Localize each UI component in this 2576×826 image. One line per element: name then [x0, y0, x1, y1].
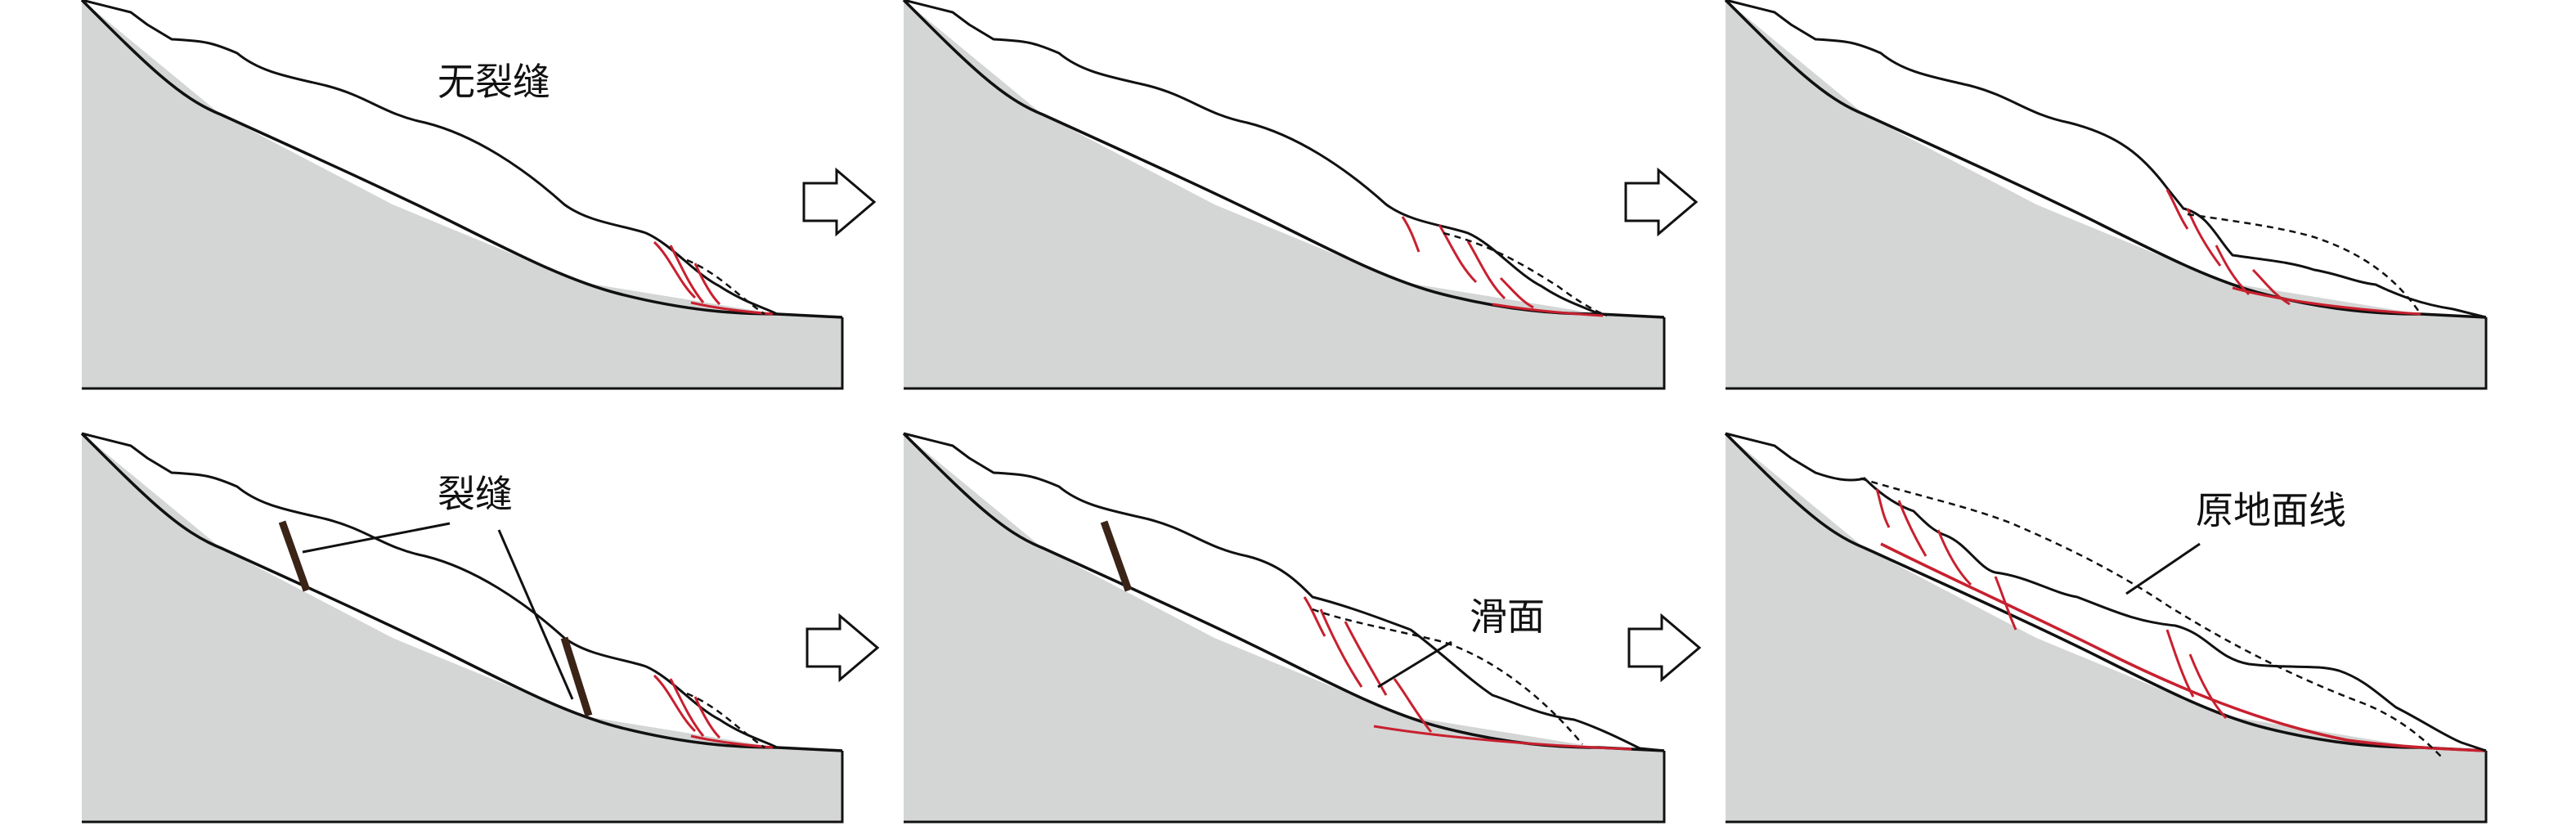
slip-cracks [1303, 596, 1632, 751]
slip-cracks [653, 240, 774, 316]
original-surface-dashed [2187, 213, 2422, 315]
bedrock-area [1726, 0, 2486, 388]
crack-upper [278, 520, 311, 592]
bedrock-area [1726, 433, 2486, 822]
no-crack-label: 无裂缝 [438, 60, 550, 104]
right-arrow-icon [802, 167, 877, 237]
slip-surface-leader-line [1377, 640, 1452, 689]
original-ground-line-label: 原地面线 [2196, 488, 2346, 532]
panel-stage-5 [902, 432, 1666, 824]
slip-cracks [2165, 189, 2421, 316]
slip-surface [1880, 542, 2487, 752]
original-surface-dashed [686, 258, 765, 316]
right-arrow-icon [806, 613, 880, 683]
panel-stage-3 [1724, 0, 2488, 390]
crack-label: 裂缝 [438, 472, 513, 516]
original-surface-dashed [1860, 477, 2442, 757]
crack-upper [1100, 520, 1133, 592]
slope-profile [903, 432, 1665, 752]
right-arrow-icon [1624, 167, 1699, 237]
original-surface-dashed [1312, 608, 1583, 745]
bedrock-area [904, 433, 1664, 822]
original-surface-dashed [1443, 231, 1608, 317]
crack-leader-line-lower [497, 529, 574, 700]
slip-cracks [1875, 488, 2228, 720]
bedrock-area [904, 0, 1664, 388]
panel-stage-6 [1724, 432, 2488, 824]
right-arrow-icon [1627, 613, 1702, 683]
original-surface-dashed [686, 692, 765, 749]
panel-stage-2 [902, 0, 1666, 390]
panel-stage-1 [80, 0, 844, 390]
slip-cracks [1401, 216, 1604, 317]
panel-frame [1726, 751, 2488, 824]
panel-frame [82, 751, 844, 824]
bedrock-area [82, 0, 842, 388]
slip-surface-label: 滑面 [1470, 595, 1545, 639]
slip-cracks [653, 674, 774, 749]
panel-frame [904, 317, 1666, 390]
panel-frame [1726, 317, 2488, 390]
slope-profile [1725, 0, 2487, 319]
panel-frame [82, 317, 844, 390]
bedrock-surface [1724, 432, 2487, 752]
panel-stage-4 [80, 432, 844, 824]
original-ground-leader-line [2125, 542, 2201, 595]
panel-frame [904, 751, 1666, 824]
crack-leader-line-upper [302, 522, 451, 554]
crack-lower [560, 636, 593, 717]
